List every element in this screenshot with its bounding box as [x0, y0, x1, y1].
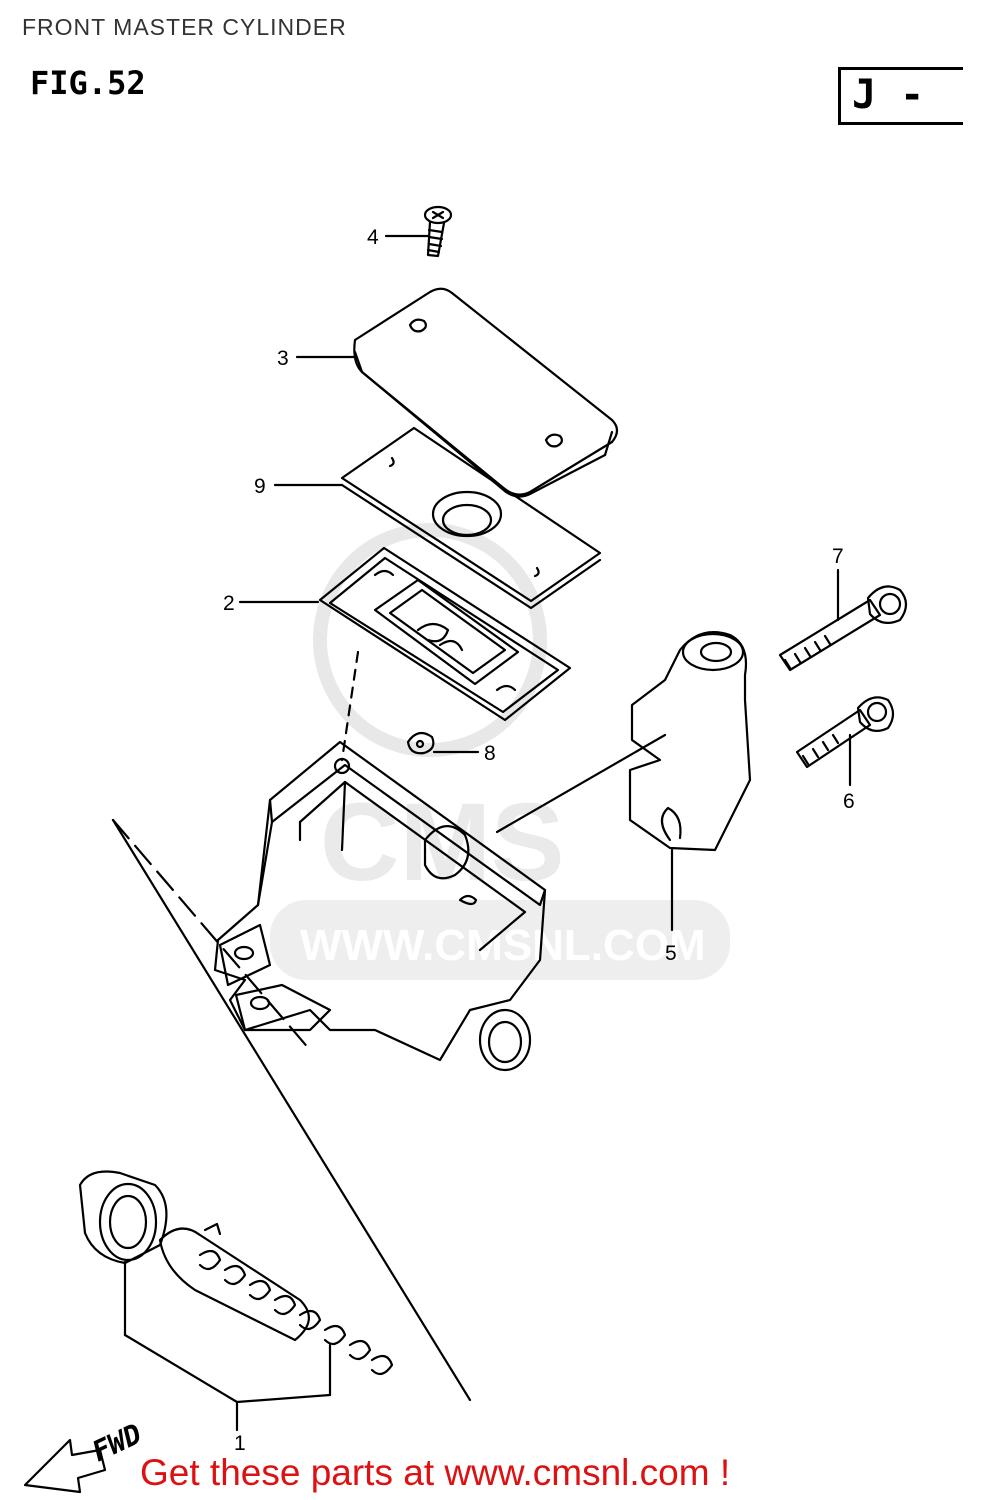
- bolt-part-7: [778, 568, 908, 672]
- piston-kit-part-1: [78, 818, 472, 1432]
- figure-number: FIG.52: [30, 64, 146, 102]
- callout-8: 8: [484, 742, 496, 765]
- section-code: J -: [852, 72, 925, 118]
- reservoir-cap-part-3: [295, 287, 619, 498]
- footer-parts-link[interactable]: Get these parts at www.cmsnl.com !: [140, 1452, 731, 1493]
- master-cylinder-body: [213, 740, 547, 1072]
- clip-part-8: [406, 731, 480, 755]
- clamp-holder-part-5: [495, 631, 752, 932]
- callout-3: 3: [277, 347, 289, 370]
- callout-2: 2: [223, 592, 235, 615]
- callout-9: 9: [254, 475, 266, 498]
- diaphragm-plate-part-9: [273, 426, 602, 610]
- callout-5: 5: [665, 942, 677, 965]
- section-code-box: [838, 67, 963, 125]
- screw-part-4: [384, 205, 453, 258]
- callout-7: 7: [832, 545, 844, 568]
- forward-arrow-icon: [23, 1438, 107, 1494]
- callout-1: 1: [234, 1432, 246, 1455]
- diaphragm-part-2: [238, 546, 572, 762]
- watermark-url: WWW.CMSNL.COM: [300, 921, 706, 970]
- callout-4: 4: [367, 226, 379, 249]
- page-title: FRONT MASTER CYLINDER: [22, 14, 347, 40]
- watermark-logo: CMS: [320, 781, 564, 904]
- fwd-label: FWD: [87, 1417, 147, 1468]
- cms-watermark: CMS WWW.CMSNL.COM: [270, 523, 730, 980]
- bolt-part-6: [795, 696, 895, 787]
- callout-6: 6: [843, 790, 855, 813]
